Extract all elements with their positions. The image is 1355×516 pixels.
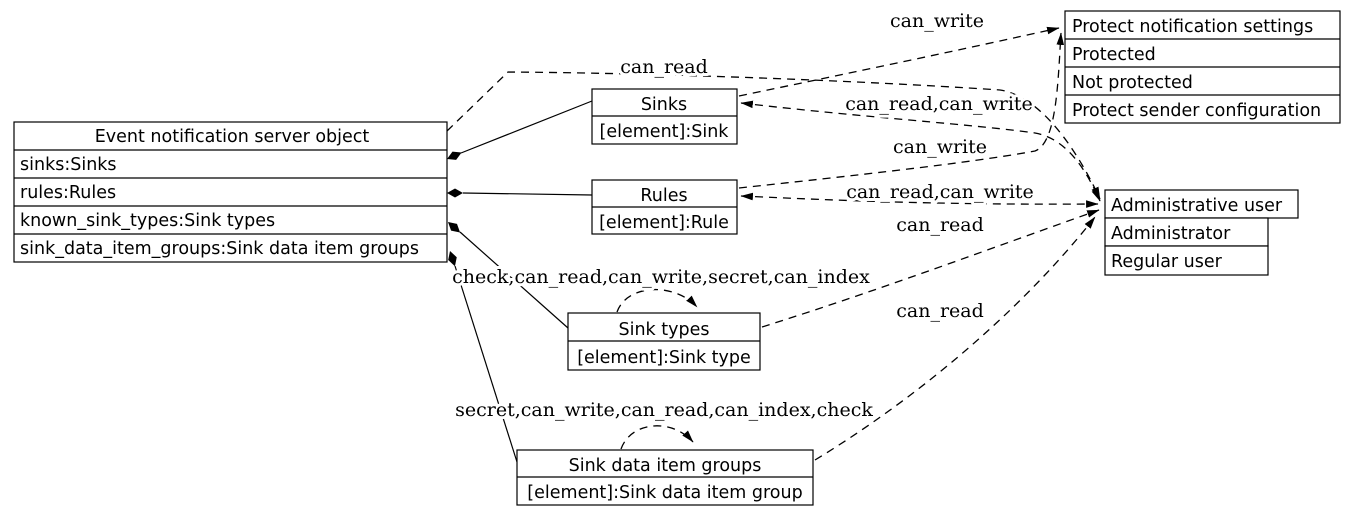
label-rules-admin-can-read-can-write: can_read,can_write <box>846 181 1034 203</box>
diamond-sink-data-item-groups <box>448 251 457 267</box>
edge-server-to-admin-can-read <box>446 71 1101 200</box>
node-server-box <box>13 121 448 263</box>
label-server-admin-can-read: can_read <box>620 56 708 78</box>
link-server-sink-types <box>459 231 569 329</box>
edge-labels: can_write can_read can_read,can_write ca… <box>449 7 1037 424</box>
row-administrator: Administrator <box>1111 224 1231 244</box>
row-regular-user: Regular user <box>1111 252 1223 272</box>
label-sink-data-item-groups-admin-can-read: can_read <box>896 300 984 322</box>
node-protect-notification-settings-title: Protect notification settings <box>1072 17 1313 37</box>
edge-sink-data-item-groups-to-admin-can-read <box>814 216 1096 461</box>
node-server-row-known-sink-types: known_sink_types:Sink types <box>20 211 275 231</box>
link-server-rules <box>462 192 593 196</box>
label-rules-protect-can-write: can_write <box>893 136 987 158</box>
row-administrator-box <box>1104 217 1269 247</box>
edge-sink-data-item-groups-self-loop <box>620 425 694 450</box>
diamond-sinks <box>447 151 462 160</box>
row-protected: Protected <box>1072 45 1156 65</box>
edge-sink-types-self-loop <box>616 288 698 313</box>
link-server-sinks <box>460 100 593 154</box>
edge-sinks-admin-can-read-can-write <box>740 100 1101 202</box>
node-sinks-title: Sinks <box>641 95 687 115</box>
node-administrative-user: Administrative user Administrator Regula… <box>1104 189 1299 276</box>
node-sink-data-item-groups: Sink data item groups [element]:Sink dat… <box>516 449 814 506</box>
node-server-row-rules: rules:Rules <box>20 183 116 203</box>
node-rules: Rules [element]:Rule <box>591 179 738 235</box>
row-not-protected: Not protected <box>1072 73 1193 93</box>
row-protect-sender-configuration: Protect sender configuration <box>1072 101 1321 121</box>
edge-rules-admin-can-read-can-write <box>740 192 1099 208</box>
diamond-rules <box>447 188 463 198</box>
node-sink-types: Sink types [element]:Sink type <box>567 312 761 371</box>
label-sinks-protect-can-write: can_write <box>890 10 984 32</box>
label-sink-types-admin-can-read: can_read <box>896 214 984 236</box>
node-sinks-element-row: [element]:Sink <box>600 122 730 142</box>
node-sink-data-item-groups-title: Sink data item groups <box>569 456 762 476</box>
edge-sink-types-to-admin-can-read <box>761 209 1100 328</box>
link-server-sink-data-item-groups <box>454 265 518 463</box>
edge-sinks-to-protect-settings-can-write <box>738 26 1060 97</box>
edge-rules-to-protect-settings-can-write <box>738 32 1065 189</box>
label-sinks-admin-can-read-can-write: can_read,can_write <box>845 93 1033 115</box>
node-administrative-user-box <box>1104 189 1299 219</box>
label-sink-types-self-loop: check,can_read,can_write,secret,can_inde… <box>452 266 870 288</box>
node-server-title: Event notification server object <box>95 127 370 147</box>
label-sink-data-item-groups-self-loop: secret,can_write,can_read,can_index,chec… <box>455 399 873 421</box>
row-regular-user-box <box>1104 245 1269 276</box>
edges <box>446 26 1101 461</box>
diamond-sink-types <box>448 222 461 233</box>
node-sink-types-element-row: [element]:Sink type <box>577 348 751 368</box>
node-sinks: Sinks [element]:Sink <box>591 88 738 145</box>
node-protect-notification-settings: Protect notification settings Protected … <box>1064 10 1341 124</box>
node-sink-data-item-groups-element-row: [element]:Sink data item group <box>527 483 802 503</box>
composition-links <box>447 100 593 463</box>
node-rules-title: Rules <box>640 186 687 206</box>
node-server: Event notification server object sinks:S… <box>13 121 448 263</box>
node-administrative-user-title: Administrative user <box>1111 196 1283 216</box>
node-server-row-sinks: sinks:Sinks <box>20 155 117 175</box>
node-rules-element-row: [element]:Rule <box>599 213 729 233</box>
node-server-row-sink-data-item-groups: sink_data_item_groups:Sink data item gro… <box>20 239 419 259</box>
node-sink-types-title: Sink types <box>619 320 710 340</box>
